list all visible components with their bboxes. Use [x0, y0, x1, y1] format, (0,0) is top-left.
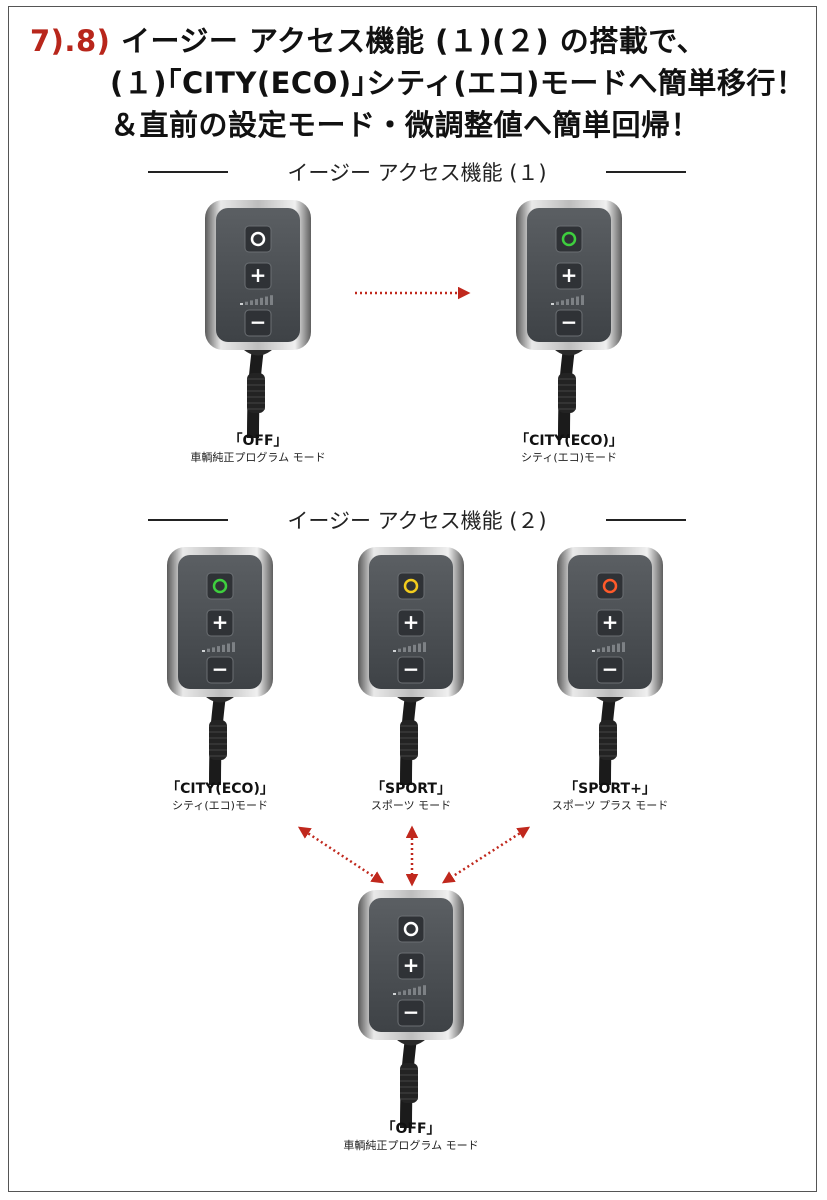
headline-line-1: 7).8) イージー アクセス機能 (１)(２) の搭載で、: [30, 18, 706, 60]
minus-button[interactable]: −: [250, 310, 267, 334]
plus-button[interactable]: +: [212, 610, 229, 634]
caption-sport: 「SPORT」 スポーツ モード: [311, 780, 511, 813]
section-1-title: イージー アクセス機能 (１): [287, 161, 547, 185]
mode-description: スポーツ プラス モード: [551, 799, 669, 812]
section-1-header: イージー アクセス機能 (１): [148, 157, 686, 187]
mode-description: 車輌純正プログラム モード: [343, 1139, 479, 1152]
mode-label: 「SPORT+」: [564, 781, 656, 797]
divider-left: [148, 519, 228, 521]
caption-sport-plus: 「SPORT+」 スポーツ プラス モード: [510, 780, 710, 813]
caption-eco-top: 「CITY(ECO)」 シティ(エコ)モード: [469, 432, 669, 465]
divider-right: [606, 171, 686, 173]
divider-left: [148, 171, 228, 173]
headline-line-3: ＆直前の設定モード・微調整値へ簡単回帰！: [110, 108, 701, 142]
page-frame: [8, 6, 817, 1192]
led-eco-icon: [561, 231, 577, 247]
remote-sport: +−: [356, 545, 466, 785]
plus-button[interactable]: +: [561, 263, 578, 287]
remote-eco-bottom: +−: [165, 545, 275, 785]
headline-number: 7).8): [30, 24, 111, 58]
remote-off-top: +−: [203, 198, 313, 438]
headline-text-1: イージー アクセス機能 (１)(２) の搭載で、: [121, 24, 707, 58]
mode-label: 「OFF」: [228, 433, 288, 449]
plus-button[interactable]: +: [250, 263, 267, 287]
mode-label: 「CITY(ECO)」: [515, 433, 623, 449]
mode-description: スポーツ モード: [370, 799, 452, 812]
mode-label: 「CITY(ECO)」: [166, 781, 274, 797]
caption-eco-bottom: 「CITY(ECO)」 シティ(エコ)モード: [120, 780, 320, 813]
caption-off-bottom: 「OFF」 車輌純正プログラム モード: [311, 1120, 511, 1153]
led-off-icon: [403, 921, 419, 937]
mode-description: シティ(エコ)モード: [521, 451, 617, 464]
led-off-icon: [250, 231, 266, 247]
led-sport_plus-icon: [602, 578, 618, 594]
minus-button[interactable]: −: [212, 657, 229, 681]
plus-button[interactable]: +: [403, 953, 420, 977]
section-2-title: イージー アクセス機能 (２): [287, 509, 547, 533]
headline-line-2: (１)｢CITY(ECO)｣シティ(エコ)モードへ簡単移行！: [110, 66, 806, 100]
remote-off-bottom: +−: [356, 888, 466, 1128]
mode-description: 車輌純正プログラム モード: [190, 451, 326, 464]
arrow-sportplus-off: [441, 826, 531, 884]
mode-description: シティ(エコ)モード: [172, 799, 268, 812]
minus-button[interactable]: −: [602, 657, 619, 681]
divider-right: [606, 519, 686, 521]
led-eco-icon: [212, 578, 228, 594]
mode-label: 「OFF」: [381, 1121, 441, 1137]
led-sport-icon: [403, 578, 419, 594]
section-2-header: イージー アクセス機能 (２): [148, 505, 686, 535]
mode-label: 「SPORT」: [371, 781, 451, 797]
remote-eco-top: +−: [514, 198, 624, 438]
remote-sport-plus: +−: [555, 545, 665, 785]
minus-button[interactable]: −: [403, 1000, 420, 1024]
minus-button[interactable]: −: [403, 657, 420, 681]
plus-button[interactable]: +: [602, 610, 619, 634]
plus-button[interactable]: +: [403, 610, 420, 634]
caption-off-top: 「OFF」 車輌純正プログラム モード: [158, 432, 358, 465]
minus-button[interactable]: −: [561, 310, 578, 334]
arrow-eco-off: [297, 826, 385, 884]
